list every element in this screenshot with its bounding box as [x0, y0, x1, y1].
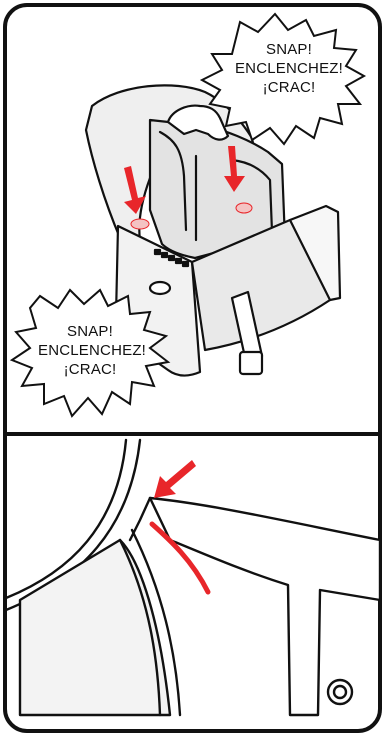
strap-buckle — [238, 350, 264, 376]
callout-bottom-line1: SNAP! — [66, 323, 113, 340]
clip-right-highlight — [235, 202, 253, 214]
red-arrows-top — [124, 146, 245, 214]
seat-body-ridge — [118, 538, 162, 717]
arrow-left-icon — [124, 166, 146, 214]
callout-bottom-line2: ENCLENCHEZ! — [38, 342, 147, 359]
side-buttons — [153, 248, 190, 268]
callout-burst-bottom — [9, 288, 171, 418]
callout-top-line1: SNAP! — [265, 41, 312, 58]
closeup-drawing — [4, 438, 382, 717]
callout-top-text: SNAP! ENCLENCHEZ! ¡CRAC! — [234, 40, 344, 97]
callout-top-line2: ENCLENCHEZ! — [234, 60, 344, 77]
clip-left-highlight — [130, 218, 150, 230]
callout-burst-top — [199, 12, 367, 146]
red-strap — [149, 521, 211, 595]
callout-bottom-text: SNAP! ENCLENCHEZ! ¡CRAC! — [38, 322, 147, 379]
seat-body-ridge-2 — [130, 528, 182, 717]
pad-top-edge — [148, 496, 382, 717]
seat-pad-inner — [158, 130, 274, 242]
car-seat-drawing — [84, 84, 342, 377]
callout-bottom-line3: ¡CRAC! — [63, 361, 117, 378]
callout-top-line3: ¡CRAC! — [262, 79, 316, 96]
knob-icon — [326, 678, 354, 706]
shell-edge-inner — [4, 438, 128, 600]
hand — [166, 104, 230, 141]
arrow-right-icon — [224, 146, 245, 192]
panel-border — [3, 3, 382, 733]
seat-side — [288, 204, 342, 302]
red-arrow-bottom-icon — [154, 460, 196, 498]
side-knob — [148, 280, 172, 296]
seat-body-lower — [18, 538, 172, 717]
